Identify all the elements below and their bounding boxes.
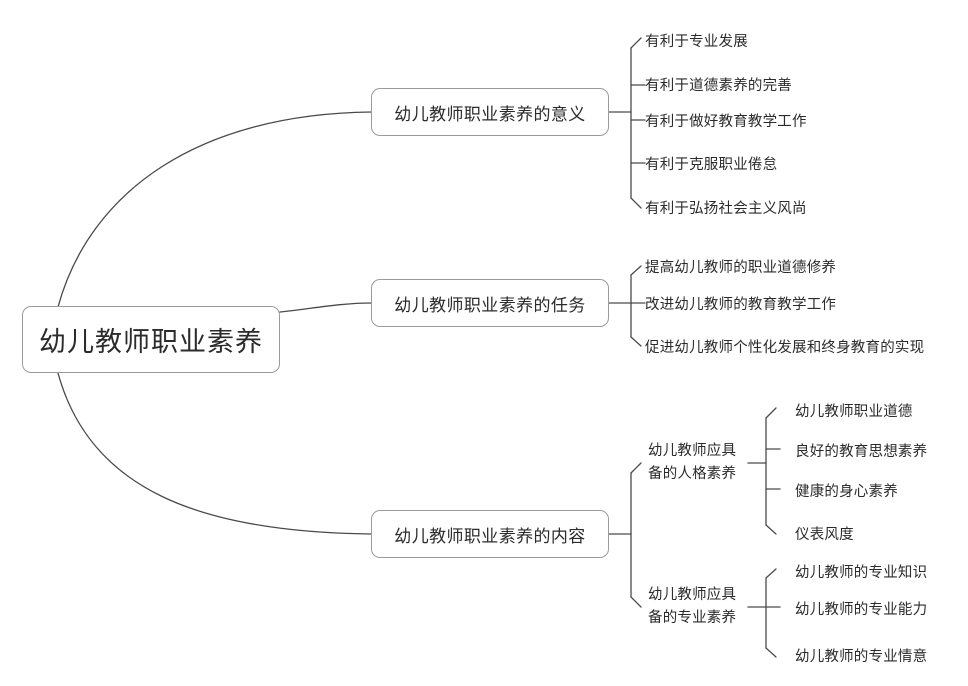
leaf-node[interactable]: 幼儿教师职业道德 <box>795 404 913 420</box>
sub-node-line-2: 备的人格素养 <box>648 466 737 482</box>
connector-sub-0-leaf-3 <box>765 524 777 535</box>
connector-root-to-branch-0 <box>57 111 372 308</box>
connector-branch-0-leaf-4 <box>630 197 642 209</box>
connector-branch-2-sub-0 <box>630 462 642 474</box>
connector-sub-1-leaf-2 <box>765 647 777 658</box>
branch-node-task[interactable]: 幼儿教师职业素养的任务 <box>371 279 609 327</box>
root-node[interactable]: 幼儿教师职业素养 <box>22 306 280 373</box>
sub-node-personality[interactable]: 幼儿教师应具 备的人格素养 <box>648 440 744 486</box>
leaf-node[interactable]: 有利于道德素养的完善 <box>645 78 792 94</box>
sub-node-line-1: 幼儿教师应具 <box>648 587 737 603</box>
sub-node-line-2: 备的专业素养 <box>648 610 737 626</box>
sub-node-professional[interactable]: 幼儿教师应具 备的专业素养 <box>648 584 744 630</box>
leaf-node[interactable]: 健康的身心素养 <box>795 484 898 500</box>
connector-branch-0-leaf-0 <box>630 37 642 49</box>
connector-branch-1-leaf-2 <box>630 336 642 347</box>
branch-node-label: 幼儿教师职业素养的内容 <box>394 526 586 546</box>
branch-node-content[interactable]: 幼儿教师职业素养的内容 <box>371 510 609 558</box>
branch-node-label: 幼儿教师职业素养的任务 <box>394 295 586 315</box>
leaf-node[interactable]: 有利于做好教育教学工作 <box>645 114 807 130</box>
leaf-node[interactable]: 提高幼儿教师的职业道德修养 <box>645 260 837 276</box>
connector-branch-2-sub-1 <box>630 596 642 608</box>
connector-sub-0-leaf-0 <box>765 407 777 419</box>
connector-root-to-branch-1 <box>279 302 372 313</box>
leaf-node[interactable]: 有利于弘扬社会主义风尚 <box>645 201 807 217</box>
branch-node-label: 幼儿教师职业素养的意义 <box>394 104 586 124</box>
leaf-node[interactable]: 幼儿教师的专业能力 <box>795 602 928 618</box>
leaf-node[interactable]: 促进幼儿教师个性化发展和终身教育的实现 <box>645 340 925 356</box>
root-node-label: 幼儿教师职业素养 <box>39 327 263 357</box>
leaf-node[interactable]: 仪表风度 <box>795 527 854 543</box>
leaf-node[interactable]: 良好的教育思想素养 <box>795 444 928 460</box>
connector-root-to-branch-2 <box>57 372 372 535</box>
branch-node-meaning[interactable]: 幼儿教师职业素养的意义 <box>371 88 609 136</box>
connector-branch-1-leaf-0 <box>630 265 642 276</box>
sub-node-line-1: 幼儿教师应具 <box>648 443 737 459</box>
leaf-node[interactable]: 有利于专业发展 <box>645 34 748 50</box>
connector-sub-1-leaf-0 <box>765 568 777 579</box>
leaf-node[interactable]: 幼儿教师的专业情意 <box>795 649 928 665</box>
leaf-node[interactable]: 有利于克服职业倦怠 <box>645 157 778 173</box>
leaf-node[interactable]: 幼儿教师的专业知识 <box>795 565 928 581</box>
leaf-node[interactable]: 改进幼儿教师的教育教学工作 <box>645 297 837 313</box>
